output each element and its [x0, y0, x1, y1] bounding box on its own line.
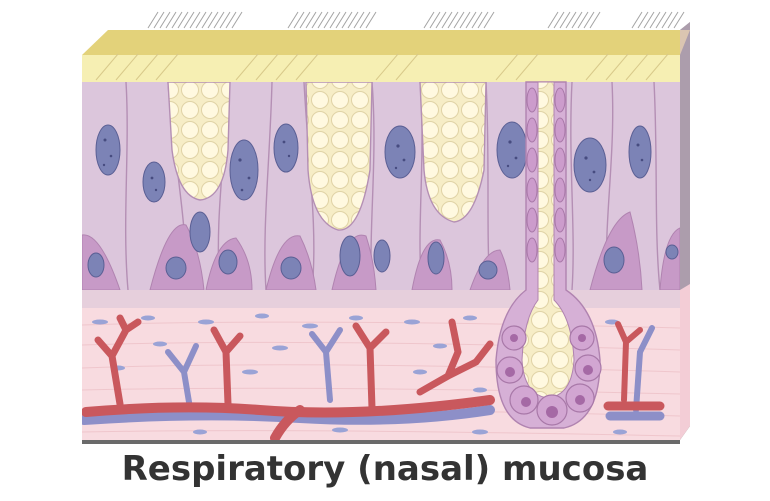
pseudostratified-epithelium	[82, 82, 680, 290]
basement-membrane	[82, 290, 680, 308]
gland	[495, 81, 602, 429]
nuclei	[87, 121, 679, 280]
arteries	[82, 314, 665, 440]
mucus-layer	[82, 30, 690, 82]
block-right-face	[680, 22, 690, 440]
cilia	[95, 11, 685, 81]
veins	[82, 325, 665, 425]
diagram-caption: Respiratory (nasal) mucosa	[121, 449, 649, 489]
